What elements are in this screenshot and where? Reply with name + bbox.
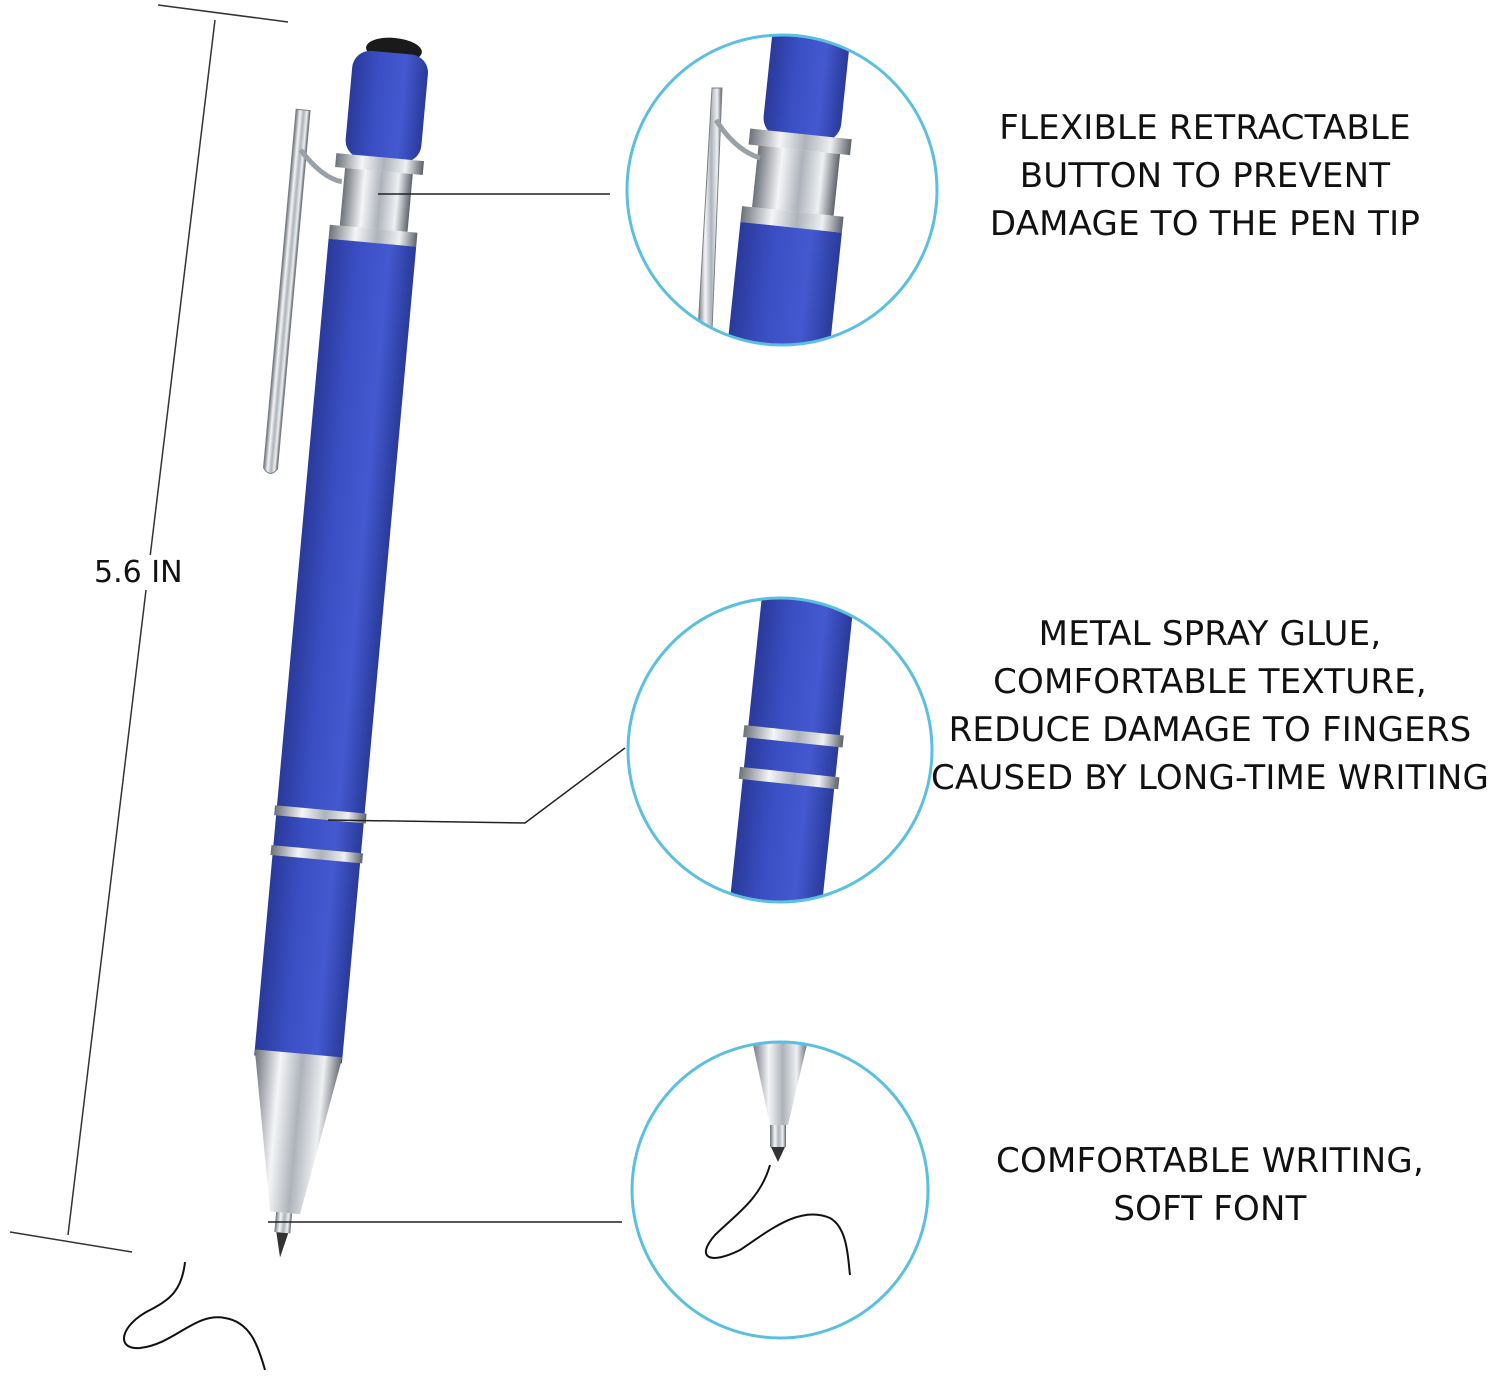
feature-text-grip: METAL SPRAY GLUE, COMFORTABLE TEXTURE, R… xyxy=(925,610,1495,802)
feature-text-writing: COMFORTABLE WRITING, SOFT FONT xyxy=(975,1137,1445,1233)
feature-line: DAMAGE TO THE PEN TIP xyxy=(989,204,1421,244)
detail-circle-grip xyxy=(626,596,934,904)
ink-scribble xyxy=(123,1261,266,1371)
feature-line: SOFT FONT xyxy=(1113,1189,1307,1229)
feature-line: COMFORTABLE WRITING, xyxy=(996,1141,1424,1181)
feature-line: FLEXIBLE RETRACTABLE xyxy=(999,108,1411,148)
dimension-indicator xyxy=(9,4,289,1253)
feature-line: METAL SPRAY GLUE, xyxy=(1038,614,1382,654)
feature-line: CAUSED BY LONG-TIME WRITING xyxy=(930,758,1490,798)
leader-lines xyxy=(268,193,626,1223)
feature-line: COMFORTABLE TEXTURE, xyxy=(993,662,1427,702)
dimension-label: 5.6 IN xyxy=(92,555,185,590)
detail-circle-tip xyxy=(630,1040,930,1340)
detail-circle-button xyxy=(625,33,939,347)
feature-line: BUTTON TO PREVENT xyxy=(1019,156,1391,196)
feature-line: REDUCE DAMAGE TO FINGERS xyxy=(948,710,1472,750)
feature-text-button: FLEXIBLE RETRACTABLE BUTTON TO PREVENT D… xyxy=(965,104,1445,248)
pen-image xyxy=(254,37,428,1258)
